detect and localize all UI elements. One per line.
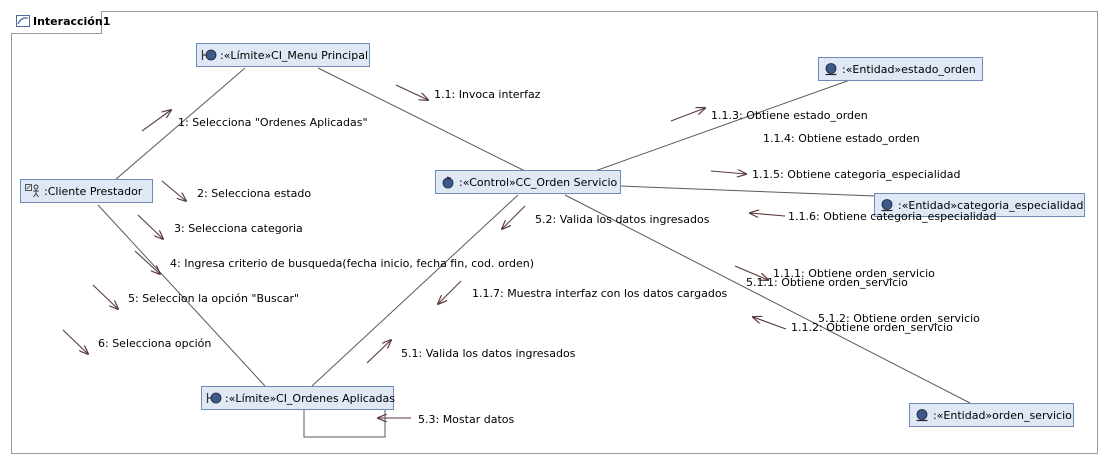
link-control-estado: [594, 79, 851, 172]
arrow-m115: [710, 171, 746, 174]
message-label-5-1-1: 5.1.1: Obtiene orden_servicio: [746, 276, 908, 289]
arrow-m6: [62, 329, 88, 354]
node-label: :«Entidad»categoria_especialidad: [898, 198, 1084, 212]
node-entidad-categoria-especialidad[interactable]: :«Entidad»categoria_especialidad: [874, 193, 1085, 217]
node-label: :«Entidad»orden_servicio: [933, 408, 1072, 422]
link-control-orden: [564, 194, 971, 404]
arrow-m112: [753, 317, 787, 330]
node-label: :«Límite»CI_Ordenes Aplicadas: [225, 391, 396, 405]
node-label: :«Entidad»estado_orden: [842, 62, 976, 76]
node-entidad-orden-servicio[interactable]: :«Entidad»orden_servicio: [909, 403, 1074, 427]
arrow-m117: [438, 280, 462, 304]
message-label-5-3: 5.3: Mostar datos: [418, 413, 515, 426]
arrow-m113: [670, 108, 705, 122]
message-label-1-1-7: 1.1.7: Muestra interfaz con los datos ca…: [472, 287, 728, 300]
message-label-1-1-5: 1.1.5: Obtiene categoria_especialidad: [752, 168, 961, 181]
diagram-frame: [11, 11, 1098, 454]
message-label-5: 5: Seleccion la opción "Buscar": [128, 292, 300, 305]
arrow-m51: [366, 340, 391, 364]
arrow-m5: [92, 284, 118, 309]
message-label-5-1-2: 5.1.2: Obtiene orden_servicio: [818, 312, 980, 325]
arrow-m52: [502, 205, 526, 229]
message-label-1: 1: Selecciona "Ordenes Aplicadas": [178, 116, 368, 129]
message-label-3: 3: Selecciona categoria: [174, 222, 303, 235]
control-icon: [442, 176, 454, 189]
link-ordenes-control: [311, 194, 519, 387]
node-entidad-estado-orden[interactable]: :«Entidad»estado_orden: [818, 57, 983, 81]
message-label-1-1-2: 1.1.2: Obtiene orden_servicio: [791, 321, 953, 334]
boundary-icon: [201, 49, 217, 61]
arrow-m11: [395, 84, 428, 100]
message-label-4: 4: Ingresa criterio de busqueda(fecha in…: [170, 257, 535, 270]
entity-icon: [916, 409, 928, 422]
arrow-m3: [137, 214, 163, 239]
diagram-frame-tab[interactable]: Interacción1: [11, 11, 110, 34]
message-label-1-1: 1.1: Invoca interfaz: [434, 88, 541, 101]
arrow-m111: [734, 265, 768, 280]
arrow-m2: [161, 180, 186, 201]
node-cliente-prestador[interactable]: :Cliente Prestador: [20, 179, 153, 203]
message-label-1-1-1: 1.1.1: Obtiene orden_servicio: [773, 267, 935, 280]
actor-icon: [25, 184, 39, 198]
message-label-2: 2: Selecciona estado: [197, 187, 312, 200]
node-ci-menu-principal[interactable]: :«Límite»CI_Menu Principal: [196, 43, 370, 67]
node-label: :Cliente Prestador: [44, 184, 143, 198]
arrow-m116: [750, 213, 786, 216]
node-label: :«Límite»CI_Menu Principal: [220, 48, 369, 62]
node-label: :«Control»CC_Orden Servicio: [459, 175, 618, 189]
boundary-icon: [206, 392, 222, 404]
link-control-categoria: [619, 185, 876, 197]
link-cliente-ordenes: [97, 204, 266, 387]
message-label-1-1-6: 1.1.6: Obtiene categoria_especialidad: [788, 210, 997, 223]
entity-icon: [825, 63, 837, 76]
message-label-1-1-4: 1.1.4: Obtiene estado_orden: [763, 132, 920, 145]
arrow-m4: [134, 250, 160, 274]
link-menu-control: [317, 67, 526, 172]
link-cliente-menu: [114, 67, 246, 181]
interaction-icon: [16, 15, 30, 27]
node-ci-ordenes-aplicadas[interactable]: :«Límite»CI_Ordenes Aplicadas: [201, 386, 396, 410]
message-label-5-2: 5.2: Valida los datos ingresados: [535, 213, 710, 226]
node-cc-orden-servicio[interactable]: :«Control»CC_Orden Servicio: [435, 170, 621, 194]
entity-icon: [881, 199, 893, 212]
message-label-6: 6: Selecciona opción: [98, 337, 212, 350]
self-link-ordenes: [303, 410, 386, 438]
message-label-1-1-3: 1.1.3: Obtiene estado_orden: [711, 109, 868, 122]
diagram-title: Interacción1: [33, 15, 111, 28]
message-label-5-1: 5.1: Valida los datos ingresados: [401, 347, 576, 360]
arrow-m1: [141, 110, 171, 132]
